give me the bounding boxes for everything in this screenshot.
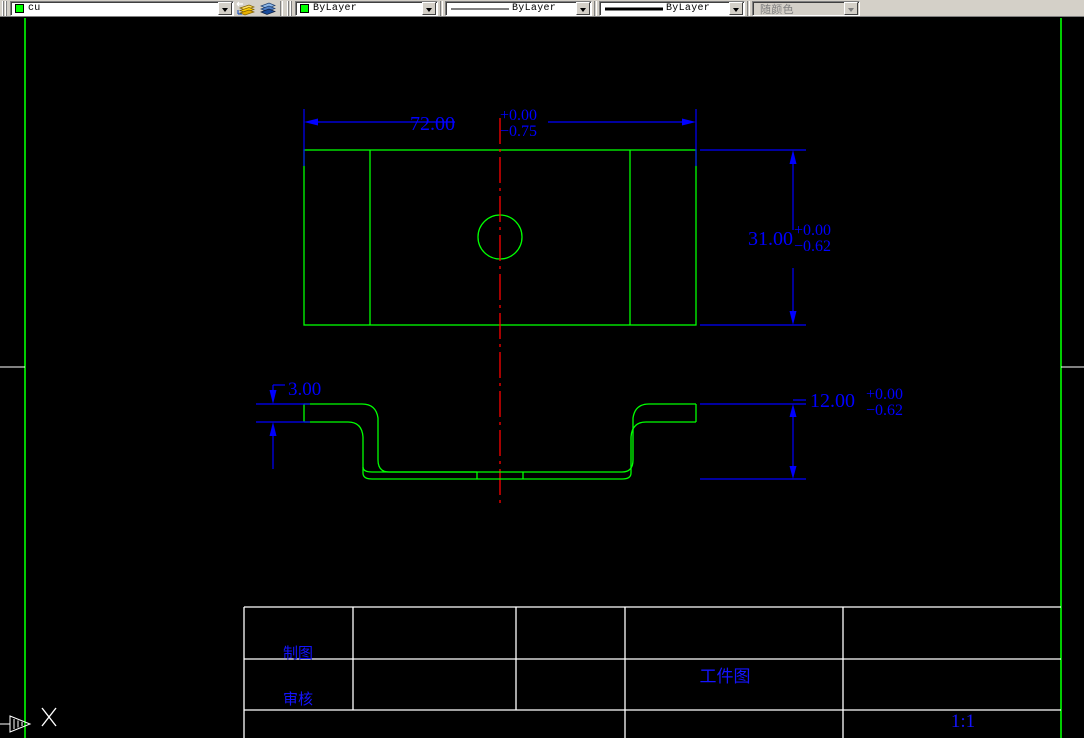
plotstyle-dropdown-value: 随颜色 <box>760 2 794 16</box>
toolbar-separator-2 <box>440 1 443 16</box>
properties-toolbar: cu ByLayer <box>0 0 1084 17</box>
toolbar-grip-layers[interactable] <box>1 1 8 16</box>
layer-states-button[interactable] <box>256 1 278 17</box>
layer-dropdown[interactable]: cu <box>10 1 234 16</box>
ucs-cursor-icon <box>0 715 32 733</box>
ucs-x-axis-marker <box>41 707 57 727</box>
width-dimension-lower-tol: −0.75 <box>500 123 537 140</box>
chevron-down-icon[interactable] <box>422 2 436 15</box>
layers-toolbar-panel: cu <box>0 0 295 17</box>
color-dropdown-value: ByLayer <box>313 3 358 14</box>
title-block <box>243 606 1061 738</box>
linetype-dropdown-value: ByLayer <box>512 3 557 14</box>
chevron-down-icon[interactable] <box>576 2 590 15</box>
toolbar-separator-1 <box>280 1 283 16</box>
lineweight-dropdown-value: ByLayer <box>666 3 711 14</box>
width-dimension-nominal: 72.00 <box>410 113 455 135</box>
chevron-down-icon[interactable] <box>729 2 743 15</box>
title-block-row-1-label: 审核 <box>283 690 313 708</box>
layer-states-icon <box>259 2 276 15</box>
depth-dimension-nominal: 12.00 <box>810 390 855 412</box>
depth-dimension-lower-tol: −0.62 <box>866 402 903 419</box>
title-block-row-0-label: 制图 <box>283 644 313 662</box>
toolbar-separator-4 <box>747 1 750 16</box>
chevron-down-icon[interactable] <box>218 2 232 15</box>
layer-previous-icon <box>236 1 255 16</box>
layer-previous-button[interactable] <box>234 1 256 17</box>
width-dimension-upper-tol: +0.00 <box>500 107 537 124</box>
height-dimension-lower-tol: −0.62 <box>794 238 831 255</box>
layer-color-swatch <box>15 4 24 13</box>
scale-value: 1:1 <box>951 711 975 732</box>
linetype-dropdown[interactable]: ByLayer <box>445 1 592 16</box>
flange-thickness-dimension <box>256 384 310 469</box>
depth-dimension-upper-tol: +0.00 <box>866 386 903 403</box>
toolbar-grip-properties[interactable] <box>286 1 293 16</box>
sheet-border <box>24 18 1062 738</box>
side-view-geometry <box>303 403 697 480</box>
height-dimension <box>700 149 806 326</box>
cad-drawing: 72.00 +0.00 −0.75 31.00 +0.00 −0.62 <box>0 18 1084 738</box>
color-dropdown[interactable]: ByLayer <box>295 1 438 16</box>
toolbar-separator-3 <box>594 1 597 16</box>
chevron-down-icon <box>844 2 858 15</box>
part-title: 工件图 <box>700 667 751 687</box>
height-dimension-upper-tol: +0.00 <box>794 222 831 239</box>
lineweight-preview <box>605 3 663 14</box>
width-dimension <box>303 109 697 166</box>
properties-panel: ByLayer ByLayer ByLayer 随颜色 <box>295 0 860 17</box>
drawing-canvas[interactable]: 72.00 +0.00 −0.75 31.00 +0.00 −0.62 <box>0 18 1084 738</box>
layer-dropdown-value: cu <box>28 3 41 14</box>
object-color-swatch <box>300 4 309 13</box>
flange-thickness-dimension-nominal: 3.00 <box>288 379 321 400</box>
depth-dimension <box>700 399 806 480</box>
height-dimension-nominal: 31.00 <box>748 228 793 250</box>
linetype-preview <box>451 3 509 14</box>
plotstyle-dropdown[interactable]: 随颜色 <box>752 1 860 16</box>
lineweight-dropdown[interactable]: ByLayer <box>599 1 745 16</box>
